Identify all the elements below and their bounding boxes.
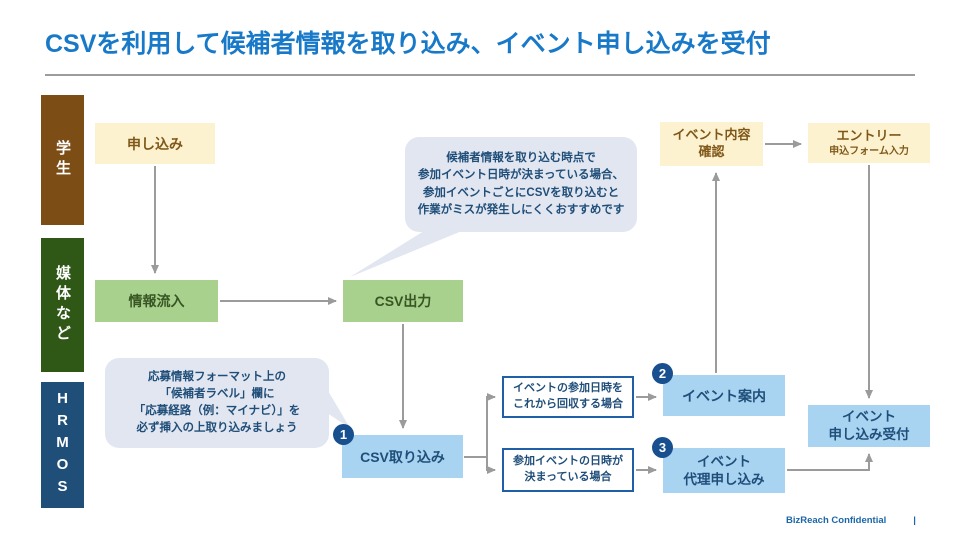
step-badge-1: 1 (333, 424, 354, 445)
node-application: 申し込み (95, 123, 215, 164)
page-title: CSVを利用して候補者情報を取り込み、イベント申し込みを受付 (45, 30, 771, 58)
step-badge-2: 2 (652, 363, 673, 384)
callout-csv-tip: 候補者情報を取り込む時点で 参加イベント日時が決まっている場合、 参加イベントご… (405, 137, 637, 232)
callout-csv-tip-line2: 参加イベント日時が決まっている場合、 (418, 169, 624, 182)
node-event-detail-confirm-line2: 確認 (698, 144, 725, 159)
node-entry-form-line1: エントリー (836, 128, 902, 144)
arrow-branch-to-date-decided-icon (486, 457, 496, 474)
condition-collect-later-line2: これから回収する場合 (513, 398, 623, 410)
callout-csv-tip-line4: 作業がミスが発生しにくくおすすめです (417, 203, 625, 216)
node-entry-form-line2: 申込フォーム入力 (829, 145, 909, 157)
condition-date-decided: 参加イベントの日時が 決まっている場合 (502, 448, 634, 492)
callout-import-tip-line2: 「候補者ラベル」欄に (159, 387, 275, 400)
condition-collect-later-line1: イベントの参加日時を (513, 382, 623, 395)
node-event-apply-reception-line2: 申し込み受付 (828, 427, 910, 442)
lane-label-media: 媒体など (41, 238, 84, 372)
confidential-label: BizReach Confidential (786, 515, 887, 526)
arrow-branch-to-collect-later-icon (486, 393, 496, 457)
node-event-proxy-apply-line2: 代理申し込み (683, 471, 765, 487)
callout-import-tip: 応募情報フォーマット上の 「候補者ラベル」欄に 「応募経路（例：マイナビ）」を … (105, 358, 329, 448)
callout-csv-tip-tail-icon (350, 226, 474, 277)
lane-label-hrmos: HRMOS (41, 382, 84, 508)
arrow-proxy-to-reception-icon (787, 453, 873, 471)
lane-label-student: 学生 (41, 95, 84, 225)
node-csv-import: CSV取り込み (342, 435, 463, 478)
condition-collect-later: イベントの参加日時を これから回収する場合 (502, 376, 634, 418)
node-entry-form: エントリー 申込フォーム入力 (808, 123, 930, 163)
node-event-apply-reception: イベント 申し込み受付 (808, 405, 930, 447)
node-event-apply-reception-line1: イベント (842, 409, 896, 425)
node-event-detail-confirm: イベント内容 確認 (660, 122, 763, 166)
node-csv-output: CSV出力 (343, 280, 463, 322)
callout-import-tip-line4: 必ず挿入の上取り込みましょう (136, 422, 298, 435)
node-event-proxy-apply: イベント 代理申し込み (663, 448, 785, 493)
condition-date-decided-line2: 決まっている場合 (524, 471, 612, 483)
condition-date-decided-line1: 参加イベントの日時が (513, 455, 623, 468)
callout-csv-tip-line1: 候補者情報を取り込む時点で (446, 152, 596, 164)
footer: BizReach Confidential | (786, 515, 916, 526)
node-info-inflow: 情報流入 (95, 280, 218, 322)
node-event-detail-confirm-line1: イベント内容 (672, 127, 751, 143)
node-event-guide: イベント案内 (663, 375, 785, 416)
node-event-proxy-apply-line1: イベント (697, 453, 751, 469)
page-separator: | (913, 515, 916, 526)
title-divider (45, 74, 915, 76)
callout-csv-tip-line3: 参加イベントごとにCSVを取り込むと (422, 186, 620, 199)
callout-import-tip-line1: 応募情報フォーマット上の (148, 370, 286, 383)
step-badge-3: 3 (652, 437, 673, 458)
callout-import-tip-line3: 「応募経路（例：マイナビ）」を (133, 405, 301, 417)
